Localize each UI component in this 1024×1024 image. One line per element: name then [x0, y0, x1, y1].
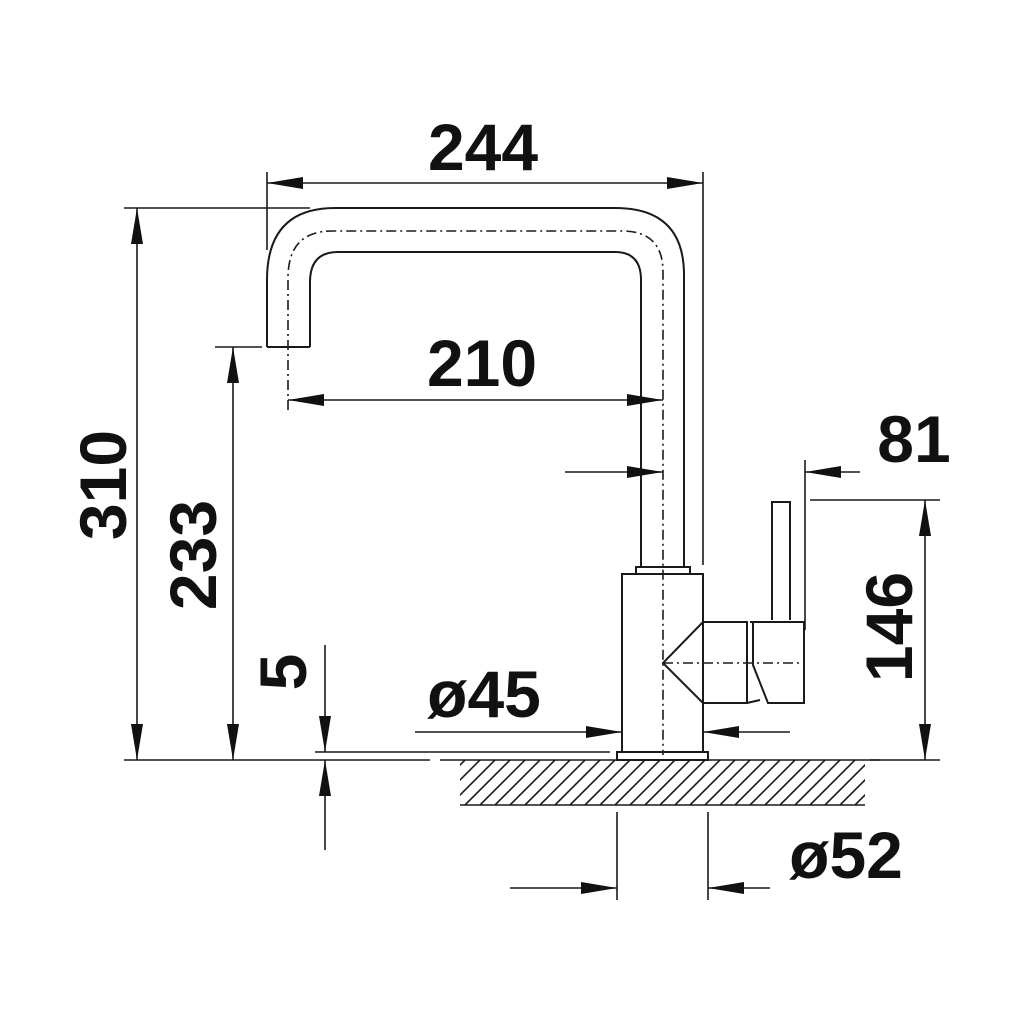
hatch-line	[509, 760, 556, 805]
dim-label-210: 210	[427, 326, 537, 400]
hatch-line	[554, 760, 601, 805]
hatch-line	[839, 778, 865, 805]
hatch-line	[460, 760, 496, 797]
dim-overall-width: 244	[266, 110, 704, 565]
dim-label-233: 233	[156, 500, 230, 610]
dim-lever-height: 146	[810, 499, 940, 761]
hatch-line	[599, 760, 646, 805]
dim-label-146: 146	[852, 572, 926, 682]
hatch-line	[824, 763, 865, 805]
hatch-line	[719, 760, 766, 805]
hatch-line	[460, 760, 466, 767]
hatch-line	[539, 760, 586, 805]
hatch-line	[779, 760, 826, 805]
hatch-line	[794, 760, 841, 805]
dim-body-diameter: ø45	[415, 657, 790, 738]
dim-hole-diameter: ø52	[510, 812, 903, 900]
dim-outlet-height: 233	[156, 346, 262, 760]
hatch-line	[644, 760, 691, 805]
hatch-line	[460, 760, 481, 782]
dim-label-81: 81	[877, 402, 950, 476]
spout	[266, 207, 685, 755]
dim-label-310: 310	[66, 430, 140, 540]
hatch-line	[494, 760, 541, 805]
hatch-line	[764, 760, 811, 805]
hatch-line	[659, 760, 706, 805]
dim-base-thickness: 5	[246, 645, 610, 850]
hatch-line	[854, 793, 865, 805]
hatch-line	[464, 760, 511, 805]
dim-lever-offset: 81	[565, 402, 951, 630]
hatch-line	[479, 760, 526, 805]
hatch-line	[885, 760, 930, 805]
hatch-line	[870, 760, 915, 805]
hatch-line	[569, 760, 616, 805]
dim-label-244: 244	[428, 110, 538, 184]
hatch-line	[704, 760, 751, 805]
hatch-line	[734, 760, 781, 805]
hatch-line	[749, 760, 796, 805]
lever-handle	[661, 501, 805, 704]
hatch-line	[614, 760, 661, 805]
countertop-hatching	[460, 760, 930, 805]
dim-label-5: 5	[246, 654, 320, 691]
hatch-line	[674, 760, 721, 805]
hatch-line	[584, 760, 631, 805]
countertop	[440, 759, 930, 806]
hatch-line	[809, 760, 856, 805]
dim-spout-reach: 210	[288, 326, 663, 406]
hatch-line	[524, 760, 571, 805]
dim-label-o52: ø52	[789, 818, 903, 892]
dim-overall-height: 310	[66, 207, 430, 761]
spout-centerline	[287, 230, 664, 755]
dim-label-o45: ø45	[427, 657, 541, 731]
hatch-line	[689, 760, 736, 805]
hatch-line	[629, 760, 676, 805]
